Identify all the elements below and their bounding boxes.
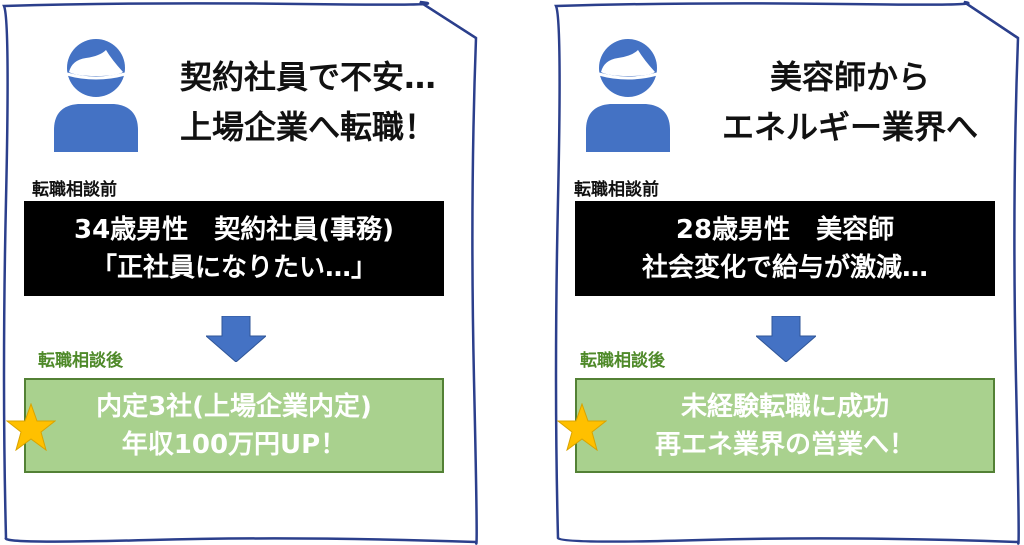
arrow-down-icon — [756, 316, 816, 362]
case-headline: 契約社員で不安… 上場企業へ転職！ — [179, 58, 436, 146]
star-icon — [6, 403, 56, 451]
before-consultation-label: 転職相談前 — [32, 180, 117, 200]
case-headline: 美容師から エネルギー業界へ — [721, 58, 978, 146]
case-card-1: 契約社員で不安… 上場企業へ転職！ 転職相談前 34歳男性 契約社員(事務) 「… — [2, 0, 478, 545]
star-icon — [557, 403, 607, 451]
before-consultation-box: 28歳男性 美容師 社会変化で給与が激減… — [575, 201, 995, 296]
before-consultation-box: 34歳男性 契約社員(事務) 「正社員になりたい…」 — [24, 201, 444, 296]
after-consultation-label: 転職相談後 — [580, 351, 665, 371]
person-icon — [586, 39, 670, 152]
arrow-down-icon — [206, 316, 266, 362]
after-consultation-label: 転職相談後 — [38, 351, 123, 371]
case-card-2: 美容師から エネルギー業界へ 転職相談前 28歳男性 美容師 社会変化で給与が激… — [512, 0, 1024, 545]
after-consultation-box: 内定3社(上場企業内定) 年収100万円UP！ — [24, 378, 444, 473]
person-icon — [54, 39, 138, 152]
after-consultation-box: 未経験転職に成功 再エネ業界の営業へ！ — [575, 378, 995, 473]
before-consultation-label: 転職相談前 — [574, 180, 659, 200]
